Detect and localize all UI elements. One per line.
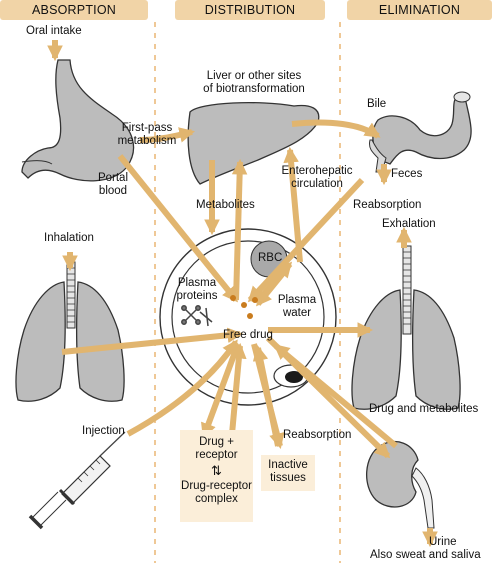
label-first-pass-line1: First-pass bbox=[121, 122, 173, 134]
box-complex-line2: complex bbox=[195, 493, 238, 505]
label-liver: Liver or other sites of biotransformatio… bbox=[195, 70, 313, 96]
arrow-lungs-to-free-drug bbox=[61, 327, 244, 355]
arrow-kidney-reabsorption bbox=[273, 343, 398, 449]
header-absorption: ABSORPTION bbox=[0, 0, 148, 20]
label-oral-intake: Oral intake bbox=[26, 25, 82, 37]
label-enterohepatic-line1: Enterohepatic bbox=[281, 165, 353, 177]
arrow-reabsorption-top bbox=[247, 177, 365, 303]
arrow-from-rbc bbox=[255, 270, 287, 307]
label-exhalation: Exhalation bbox=[382, 218, 436, 230]
label-plasma-proteins: Plasma proteins bbox=[170, 277, 224, 303]
label-injection: Injection bbox=[82, 425, 125, 437]
equilibrium-arrows-icon: ⇅ bbox=[211, 463, 222, 478]
label-reabsorption-bottom: Reabsorption bbox=[283, 429, 352, 441]
intestine-icon bbox=[369, 91, 472, 173]
kidney-icon bbox=[365, 441, 435, 529]
label-portal-line1: Portal bbox=[97, 172, 129, 184]
box-inactive-line2: tissues bbox=[270, 472, 306, 484]
lungs-right-icon bbox=[351, 245, 461, 410]
header-distribution: DISTRIBUTION bbox=[175, 0, 325, 20]
label-plasma-proteins-line1: Plasma bbox=[177, 277, 217, 289]
label-urine: Urine bbox=[429, 536, 457, 548]
drug-molecules bbox=[230, 295, 258, 319]
box-complex-line1: Drug-receptor bbox=[181, 480, 252, 492]
arrow-first-pass bbox=[139, 127, 196, 143]
label-sweat-saliva: Also sweat and saliva bbox=[370, 549, 481, 561]
receptor-box: Drug + receptor ⇅ Drug-receptor complex bbox=[180, 430, 253, 522]
arrow-enterohepatic bbox=[283, 146, 303, 263]
box-receptor-line2: receptor bbox=[195, 449, 238, 461]
plasma-protein-icon bbox=[181, 305, 213, 327]
label-first-pass-line2: metabolism bbox=[117, 135, 177, 147]
label-enterohepatic: Enterohepatic circulation bbox=[272, 165, 362, 191]
arrow-portal-blood bbox=[117, 154, 239, 303]
stomach-icon bbox=[21, 59, 135, 182]
header-elimination: ELIMINATION bbox=[347, 0, 492, 20]
arrow-bile bbox=[291, 119, 381, 139]
label-plasma-water-line1: Plasma bbox=[277, 294, 317, 306]
label-free-drug: Free drug bbox=[223, 329, 273, 341]
label-enterohepatic-line2: circulation bbox=[291, 178, 343, 190]
box-inactive-line1: Inactive bbox=[268, 459, 308, 471]
label-portal-line2: blood bbox=[98, 185, 128, 197]
liver-icon bbox=[187, 101, 320, 185]
label-metabolites: Metabolites bbox=[196, 199, 255, 211]
arrow-injection bbox=[126, 339, 239, 437]
label-plasma-water-line2: water bbox=[282, 307, 312, 319]
label-liver-line1: Liver or other sites bbox=[206, 70, 302, 82]
label-feces: Feces bbox=[391, 168, 423, 180]
label-portal-blood: Portal blood bbox=[93, 172, 133, 198]
label-first-pass: First-pass metabolism bbox=[112, 122, 182, 148]
arrow-to-receptor bbox=[201, 342, 241, 439]
label-reabsorption-top: Reabsorption bbox=[353, 199, 422, 211]
vessel-nucleus bbox=[285, 371, 303, 383]
label-drug-and-metabolites: Drug and metabolites bbox=[369, 403, 479, 415]
arrow-from-inactive-tissues bbox=[252, 344, 281, 447]
box-receptor-line1: Drug + bbox=[199, 436, 234, 448]
syringe-icon bbox=[28, 431, 126, 530]
arrow-free-drug-to-liver bbox=[231, 158, 248, 301]
label-liver-line2: of biotransformation bbox=[203, 83, 305, 95]
label-rbc: RBC bbox=[258, 252, 283, 264]
inactive-tissues-box: Inactive tissues bbox=[261, 455, 315, 491]
lungs-left-icon bbox=[15, 261, 125, 402]
label-plasma-water: Plasma water bbox=[274, 294, 320, 320]
label-bile: Bile bbox=[367, 98, 387, 110]
label-plasma-proteins-line2: proteins bbox=[176, 290, 218, 302]
label-inhalation: Inhalation bbox=[44, 232, 94, 244]
